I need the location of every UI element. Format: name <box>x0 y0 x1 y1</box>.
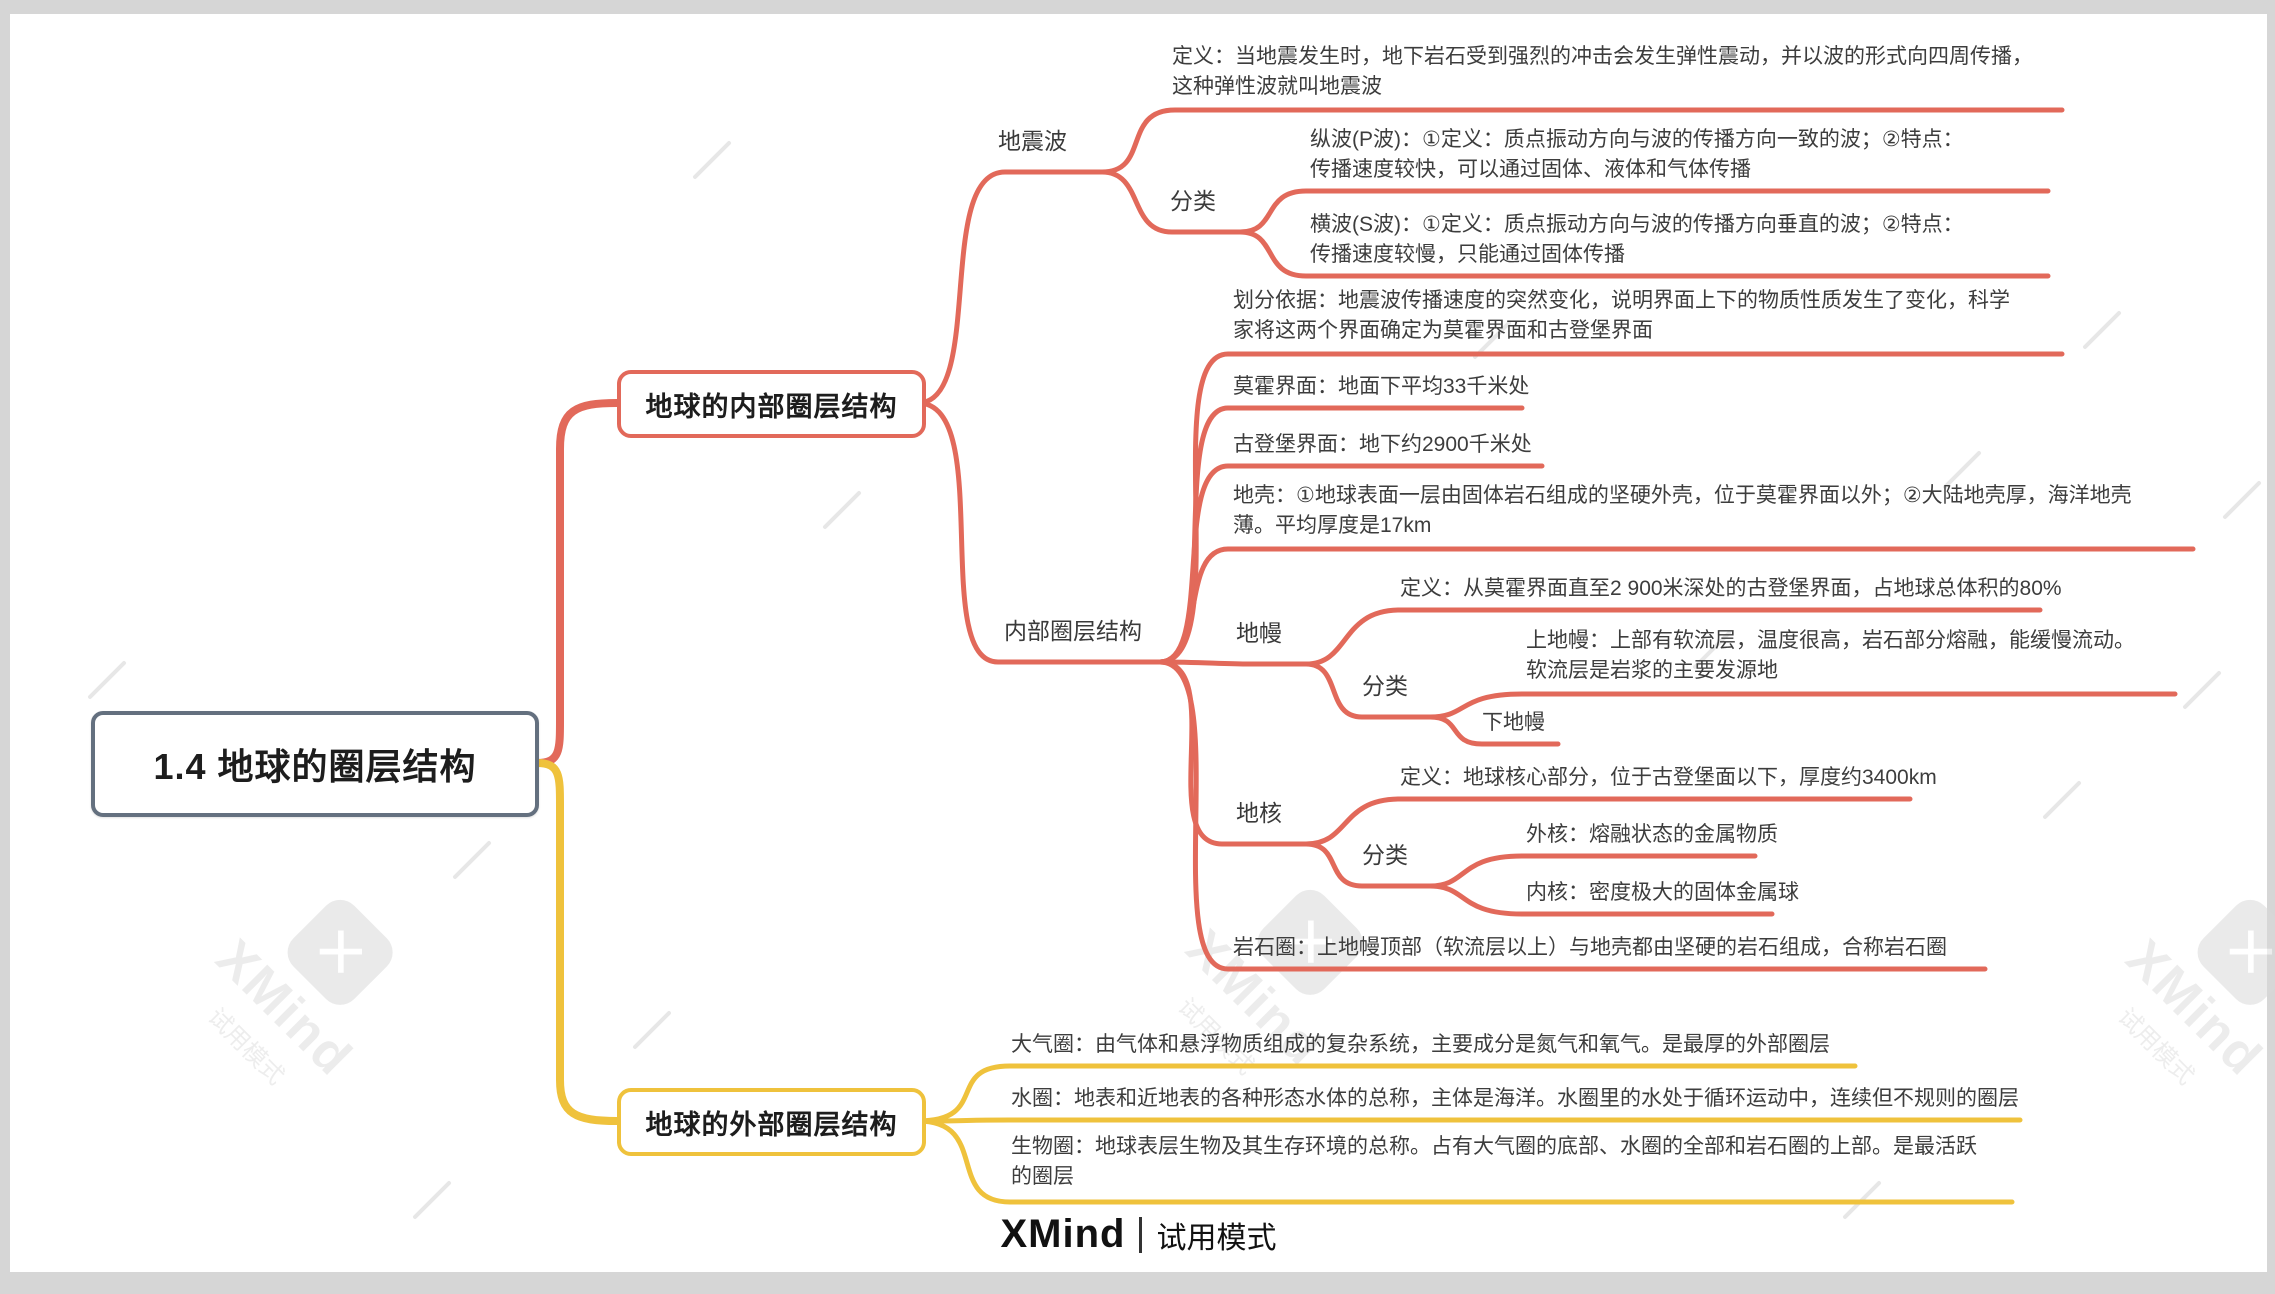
topic-seismic-definition[interactable]: 定义：当地震发生时，地下岩石受到强烈的冲击会发生弹性震动，并以波的形式向四周传播… <box>1172 45 2033 98</box>
xmind-watermark: ✕ XMind 试用模式 <box>2087 863 2275 1115</box>
footer-mode-text: 试用模式 <box>1156 1221 1277 1255</box>
xmind-watermark: ✕ XMind 试用模式 <box>1147 853 1399 1105</box>
inner-structure-node[interactable]: 地球的内部圈层结构 <box>617 370 926 438</box>
topic-hydrosphere[interactable]: 水圈：地表和近地表的各种形态水体的总称，主体是海洋。水圈里的水处于循环运动中，连… <box>1011 1087 2019 1110</box>
decorative-tick <box>692 140 732 180</box>
decorative-tick <box>87 660 127 700</box>
decorative-tick <box>632 1010 672 1050</box>
decorative-tick <box>2042 780 2082 820</box>
topic-mantle-definition[interactable]: 定义：从莫霍界面直至2 900米深处的古登堡界面，占地球总体积的80% <box>1400 577 2062 600</box>
topic-moho[interactable]: 莫霍界面：地面下平均33千米处 <box>1233 375 1530 398</box>
footer: XMind 试用模式 <box>10 1212 2267 1257</box>
watermark-text: XMind <box>2115 929 2274 1088</box>
watermark-mode-text: 试用模式 <box>202 1003 290 1091</box>
topic-gutenberg[interactable]: 古登堡界面：地下约2900千米处 <box>1233 433 1532 456</box>
footer-divider-icon <box>1139 1216 1143 1253</box>
topic-seismic-wave[interactable]: 地震波 <box>998 128 1067 154</box>
xmind-logo-icon: ✕ <box>2189 891 2275 1014</box>
xmind-watermark: ✕ XMind 试用模式 <box>177 863 429 1115</box>
decorative-tick <box>2222 480 2262 520</box>
topic-crust[interactable]: 地壳：①地球表面一层由固体岩石组成的坚硬外壳，位于莫霍界面以外；②大陆地壳厚，海… <box>1233 484 2132 537</box>
mindmap-canvas: ✕ XMind 试用模式 ✕ XMind 试用模式 ✕ XMind 试用模式 <box>10 14 2275 1272</box>
topic-mantle[interactable]: 地幔 <box>1236 620 1282 646</box>
topic-core[interactable]: 地核 <box>1236 800 1282 826</box>
topic-division-basis[interactable]: 划分依据：地震波传播速度的突然变化，说明界面上下的物质性质发生了变化，科学家将这… <box>1233 289 2010 342</box>
topic-seismic-classification[interactable]: 分类 <box>1170 188 1216 214</box>
decorative-tick <box>2082 310 2122 350</box>
topic-core-classification[interactable]: 分类 <box>1362 842 1408 868</box>
topic-mantle-classification[interactable]: 分类 <box>1362 673 1408 699</box>
root-topic[interactable]: 1.4 地球的圈层结构 <box>91 711 539 817</box>
watermark-mode-text: 试用模式 <box>2112 1003 2200 1091</box>
topic-lithosphere[interactable]: 岩石圈：上地幔顶部（软流层以上）与地壳都由坚硬的岩石组成，合称岩石圈 <box>1233 936 1947 959</box>
xmind-logo-icon: ✕ <box>279 891 401 1014</box>
footer-brand: XMind <box>1000 1212 1126 1256</box>
topic-biosphere[interactable]: 生物圈：地球表层生物及其生存环境的总称。占有大气圈的底部、水圈的全部和岩石圈的上… <box>1011 1135 1977 1188</box>
decorative-tick <box>822 490 862 530</box>
outer-structure-node[interactable]: 地球的外部圈层结构 <box>617 1088 926 1156</box>
watermark-text: XMind <box>205 929 364 1088</box>
decorative-tick <box>452 840 492 880</box>
topic-core-definition[interactable]: 定义：地球核心部分，位于古登堡面以下，厚度约3400km <box>1400 766 1937 789</box>
topic-outer-core[interactable]: 外核：熔融状态的金属物质 <box>1526 823 1778 846</box>
topic-p-wave[interactable]: 纵波(P波)：①定义：质点振动方向与波的传播方向一致的波；②特点：传播速度较快，… <box>1310 128 1964 181</box>
topic-s-wave[interactable]: 横波(S波)：①定义：质点振动方向与波的传播方向垂直的波；②特点：传播速度较慢，… <box>1310 213 1964 266</box>
decorative-tick <box>2182 670 2222 710</box>
topic-inner-core[interactable]: 内核：密度极大的固体金属球 <box>1526 881 1799 904</box>
topic-upper-mantle[interactable]: 上地幔：上部有软流层，温度很高，岩石部分熔融，能缓慢流动。软流层是岩浆的主要发源… <box>1526 629 2135 682</box>
topic-lower-mantle[interactable]: 下地幔 <box>1482 711 1545 734</box>
topic-atmosphere[interactable]: 大气圈：由气体和悬浮物质组成的复杂系统，主要成分是氮气和氧气。是最厚的外部圈层 <box>1011 1033 1830 1056</box>
topic-internal-structure[interactable]: 内部圈层结构 <box>1004 618 1142 644</box>
